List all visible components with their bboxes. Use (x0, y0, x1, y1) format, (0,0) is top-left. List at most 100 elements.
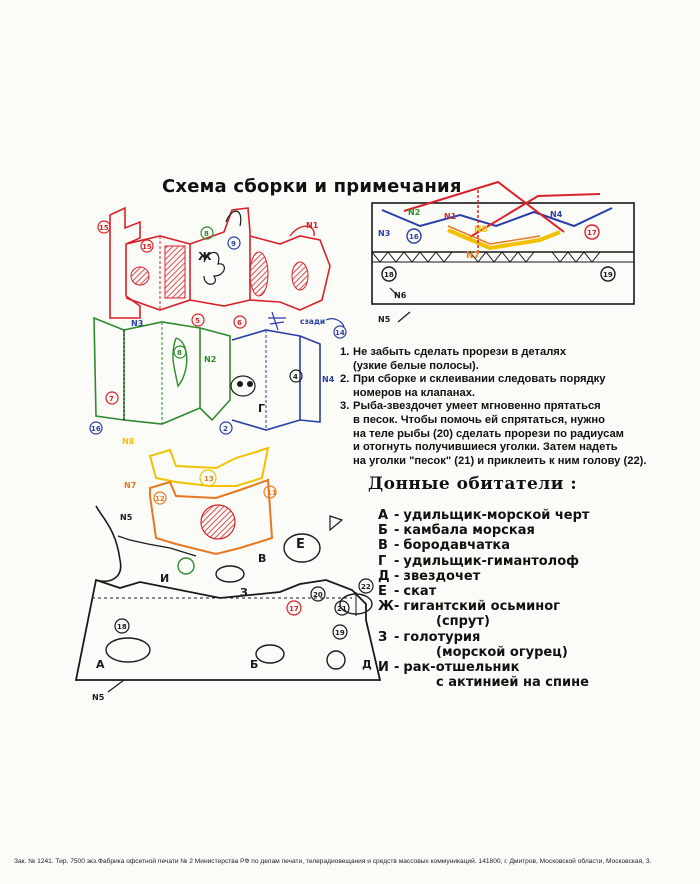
inhabitant-item: Ж-гигантский осьминог (378, 599, 698, 614)
page-title: Схема сборки и примечания (162, 176, 462, 197)
circle-19b: 19 (335, 629, 345, 637)
inhabitant-item: Д-звездочет (378, 569, 698, 584)
note-line: Не забыть сделать прорези в деталях (353, 346, 567, 358)
inhabitant-name: скат (403, 584, 437, 600)
circle-17: 17 (587, 229, 597, 237)
circle-11: 11 (267, 489, 277, 497)
sea-floor-diagram (74, 505, 382, 693)
note-line: на теле рыбы (20) сделать прорези по рад… (353, 427, 624, 440)
note-line: При сборке и склеивании следовать порядк… (353, 373, 606, 386)
panel-n8 (148, 446, 270, 487)
inhabitant-name: удильщик-морской черт (403, 508, 590, 523)
inhabitant-letter: И (378, 660, 389, 676)
label-n2-top: N2 (408, 208, 420, 217)
letter-ze: З (240, 586, 248, 599)
inhabitant-letter: Б (378, 523, 388, 539)
label-n8: N8 (122, 437, 135, 446)
inhabitant-dash: - (394, 508, 400, 523)
panel-n3 (93, 316, 231, 425)
note-line: Рыба-звездочет умеет мгновенно прятаться (353, 400, 601, 413)
circle-7: 7 (109, 395, 114, 403)
circle-21: 21 (337, 605, 347, 613)
note-line: на уголки "песок" (21) и приклеить к ним… (353, 454, 647, 467)
label-n1-top: N1 (444, 212, 457, 221)
inhabitant-letter: З (378, 629, 388, 645)
label-n3-top: N3 (378, 229, 390, 238)
circle-9a: 9 (231, 240, 236, 248)
inhabitant-name: бородавчатка (403, 538, 510, 554)
note-line: и отогнуть получившиеся уголки. Затем на… (353, 441, 618, 454)
circle-2: 2 (223, 425, 228, 433)
circle-12: 12 (155, 495, 165, 503)
label-n1: N1 (306, 221, 319, 230)
inhabitant-name: голотурия (403, 629, 481, 645)
label-n4-top: N4 (550, 210, 563, 219)
inhabitant-item: В-бородавчатка (378, 538, 698, 553)
circle-14: 14 (335, 329, 345, 337)
circle-16b: 16 (91, 425, 101, 433)
circle-8a: 8 (204, 230, 209, 238)
inhabitant-dash: - (394, 553, 400, 569)
label-n4: N4 (322, 375, 335, 384)
inhabitant-item: Б-камбала морская (378, 523, 698, 538)
note-line: номеров на клапанах. (353, 386, 476, 399)
letter-e: Е (296, 537, 305, 552)
letter-a: А (96, 658, 105, 671)
circle-18b: 18 (117, 623, 127, 631)
inhabitants-heading: Донные обитатели : (368, 474, 578, 494)
assembly-notes: 1.Не забыть сделать прорези в деталях(уз… (340, 346, 690, 468)
inhabitant-name: гигантский осьминог (403, 599, 560, 615)
note-line: (узкие белые полосы). (353, 359, 479, 372)
label-n8-top: N8 (474, 225, 488, 235)
inhabitant-item: Г-удильщик-гимантолоф (378, 554, 698, 569)
inhabitant-item: Е-скат (378, 584, 698, 599)
circle-15b: 15 (142, 243, 152, 251)
letter-v: В (258, 552, 266, 565)
circle-6: 6 (237, 319, 242, 327)
circle-13: 13 (204, 475, 214, 483)
label-n3: N3 (131, 319, 143, 328)
inhabitant-item: З-голотурия (378, 630, 698, 645)
label-n7: N7 (124, 481, 136, 490)
inhabitant-item: А-удильщик-морской черт (378, 508, 698, 523)
inhabitant-dash: - (394, 599, 400, 615)
inhabitant-letter: Д (378, 568, 390, 584)
letter-zh: Ж (198, 250, 212, 263)
label-n2: N2 (204, 355, 216, 364)
note-number: 1. (340, 346, 350, 358)
inhabitant-letter: В (378, 538, 388, 554)
inhabitant-letter: А (378, 508, 389, 523)
circle-5: 5 (195, 317, 200, 325)
inhabitant-dash: - (394, 538, 400, 554)
inhabitant-name-continued: (морской огурец) (436, 644, 568, 660)
circle-19: 19 (603, 271, 613, 279)
side-panel-diagram (371, 180, 635, 323)
panel-n7 (149, 478, 277, 556)
note-item: 1.Не забыть сделать прорези в деталях(уз… (340, 346, 690, 373)
label-szadi: сзади (300, 317, 325, 326)
circle-4: 4 (293, 373, 298, 381)
circle-22: 22 (361, 583, 371, 591)
note-number: 2. (340, 373, 350, 386)
note-number: 3. (340, 400, 350, 413)
letter-g: Г (258, 402, 265, 415)
inhabitant-item: И-рак-отшельник (378, 660, 698, 675)
inhabitant-dash: - (394, 523, 400, 539)
circle-8b: 8 (177, 349, 182, 357)
inhabitant-dash: - (394, 584, 400, 600)
inhabitant-dash: - (394, 629, 400, 645)
circle-20: 20 (313, 591, 323, 599)
letter-d: Д (362, 658, 372, 671)
inhabitant-letter: Г (378, 553, 387, 569)
letter-b: Б (250, 658, 258, 671)
inhabitant-name: рак-отшельник (403, 660, 520, 676)
letter-i: И (160, 572, 169, 585)
inhabitant-name-continued: (спрут) (436, 614, 490, 630)
label-n5-top: N5 (378, 315, 391, 324)
inhabitant-name: звездочет (403, 568, 481, 584)
inhabitant-letter: Ж (378, 599, 394, 615)
imprint-footer: Зак. № 1241. Тир. 7500 экз.Фабрика офсет… (14, 858, 652, 865)
